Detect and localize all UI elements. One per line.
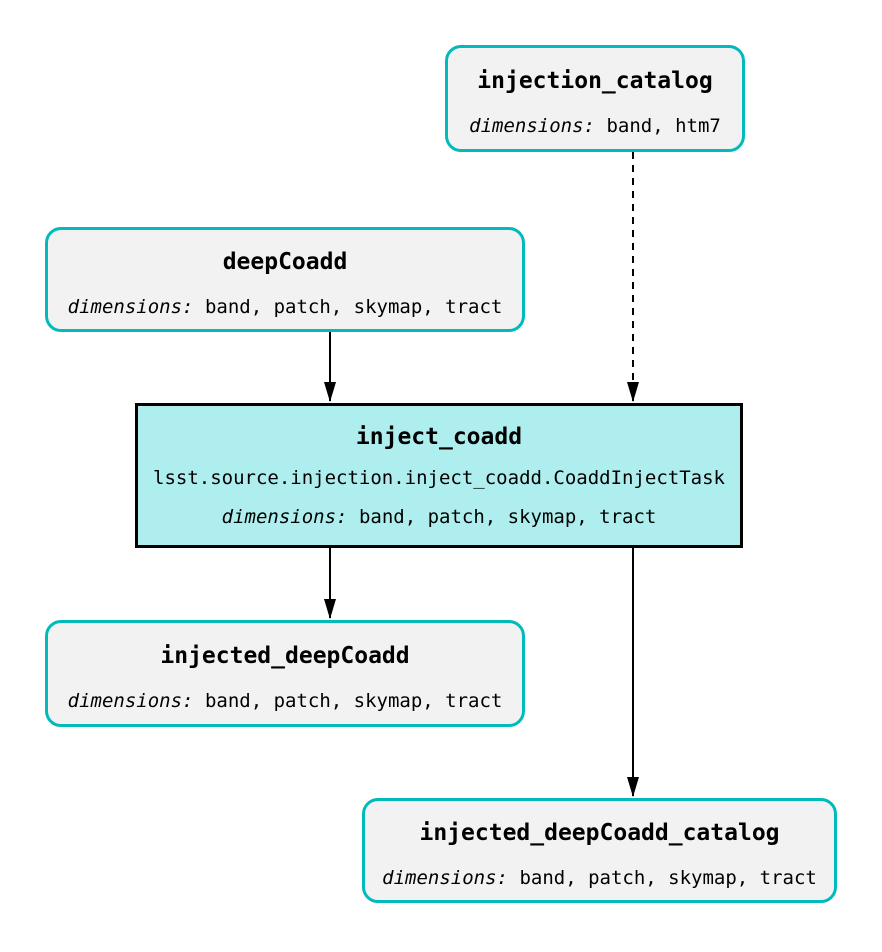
node-injection-catalog: injection_catalog dimensions: band, htm7 <box>445 45 745 152</box>
dimensions-value: band, patch, skymap, tract <box>519 866 817 889</box>
node-dimensions: dimensions: band, patch, skymap, tract <box>382 866 817 889</box>
node-title: deepCoadd <box>222 248 348 275</box>
node-dimensions: dimensions: band, htm7 <box>469 114 721 137</box>
dimensions-value: band, htm7 <box>606 114 721 137</box>
dimensions-value: band, patch, skymap, tract <box>204 295 503 318</box>
node-dimensions: dimensions: band, patch, skymap, tract <box>222 508 657 527</box>
dimensions-value: band, patch, skymap, tract <box>204 689 503 712</box>
node-inject_coadd-task: inject_coadd lsst.source.injection.injec… <box>135 403 743 548</box>
node-dimensions: dimensions: band, patch, skymap, tract <box>67 295 503 318</box>
dimensions-label: dimensions: <box>382 866 508 889</box>
node-title: injected_deepCoadd <box>160 642 410 669</box>
dimensions-label: dimensions: <box>221 506 348 528</box>
node-title: inject_coadd <box>355 424 523 450</box>
dimensions-label: dimensions: <box>469 114 595 137</box>
dimensions-value: band, patch, skymap, tract <box>358 506 657 528</box>
task-class-path: lsst.source.injection.inject_coadd.Coadd… <box>153 467 725 489</box>
node-title: injected_deepCoadd_catalog <box>419 819 780 846</box>
node-injected_deepCoadd: injected_deepCoadd dimensions: band, pat… <box>45 620 525 727</box>
dimensions-label: dimensions: <box>67 295 194 318</box>
node-title: injection_catalog <box>477 67 713 94</box>
node-deepCoadd: deepCoadd dimensions: band, patch, skyma… <box>45 227 525 332</box>
node-injected_deepCoadd_catalog: injected_deepCoadd_catalog dimensions: b… <box>362 798 837 903</box>
dimensions-label: dimensions: <box>67 689 194 712</box>
node-dimensions: dimensions: band, patch, skymap, tract <box>67 689 503 712</box>
